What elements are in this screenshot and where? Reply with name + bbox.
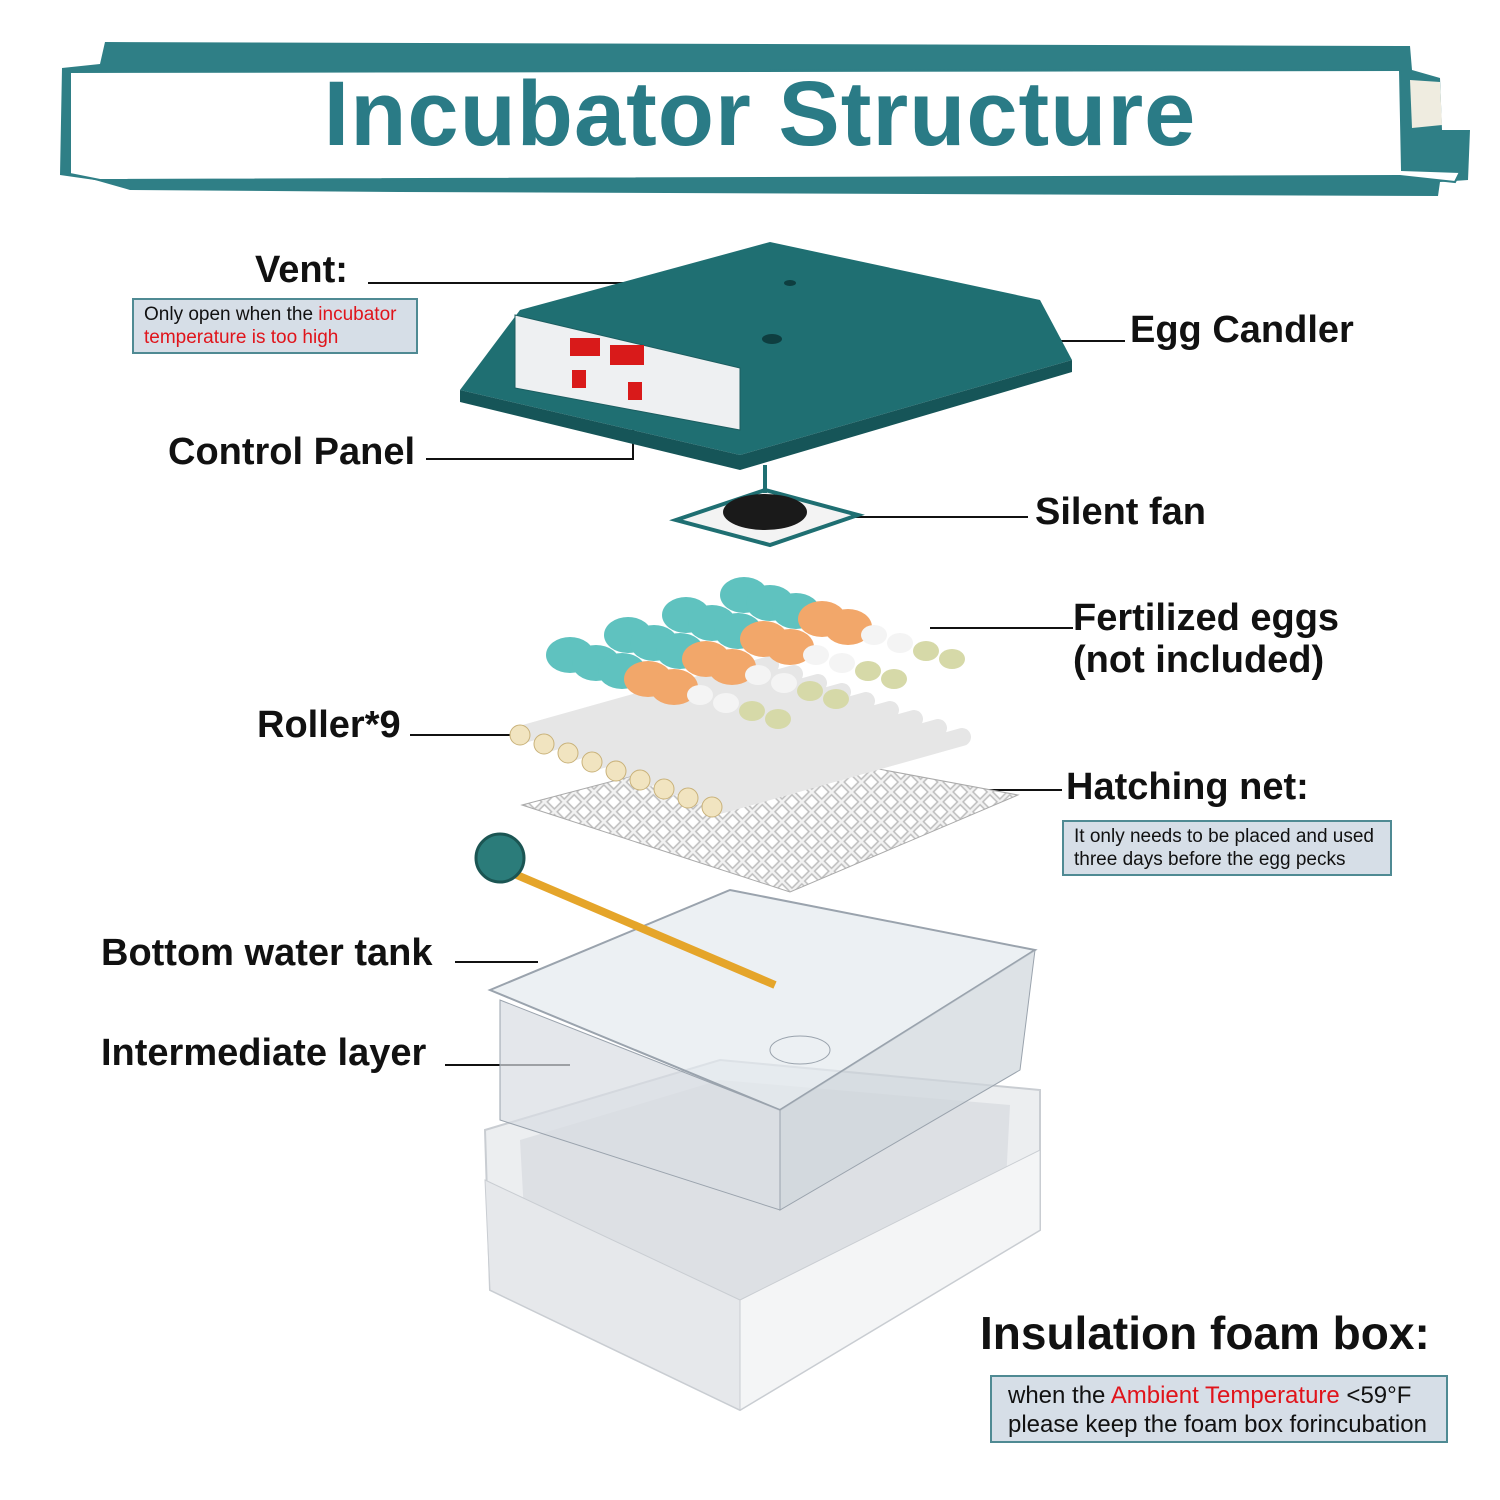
- roller: [703, 728, 971, 816]
- egg: [765, 709, 791, 729]
- roller-gear: [509, 724, 531, 746]
- roller-gear: [629, 769, 651, 791]
- egg: [887, 633, 913, 653]
- egg: [803, 645, 829, 665]
- bottom-water-tank-label: Bottom water tank: [101, 932, 433, 974]
- roller-gear: [557, 742, 579, 764]
- egg: [650, 669, 698, 705]
- vent-label: Vent:: [255, 249, 348, 291]
- egg: [797, 681, 823, 701]
- control-panel-label: Control Panel: [168, 431, 416, 473]
- roller-gear: [533, 733, 555, 755]
- vent-note-text: Only open when the: [144, 304, 319, 325]
- foam-box-label: Insulation foam box:: [980, 1307, 1430, 1359]
- turning-rod-illustration: [474, 832, 777, 989]
- egg: [687, 685, 713, 705]
- intermediate-layer-label: Intermediate layer: [101, 1032, 427, 1074]
- title-banner: [60, 42, 1470, 196]
- roller: [679, 719, 947, 807]
- vent-note-highlight: incubator temperature is too high: [144, 304, 397, 348]
- egg: [855, 661, 881, 681]
- lid-illustration: [460, 242, 1072, 470]
- vent-note: Only open when the incubator temperature…: [132, 298, 418, 354]
- egg: [913, 641, 939, 661]
- egg: [939, 649, 965, 669]
- foam-note-text-1: when the: [1008, 1382, 1111, 1409]
- egg: [861, 625, 887, 645]
- roller-gear: [605, 760, 627, 782]
- foam-note-text-2: <59°F: [1339, 1382, 1412, 1409]
- silent-fan-label: Silent fan: [1035, 491, 1207, 533]
- roller-gear: [677, 787, 699, 809]
- egg: [771, 673, 797, 693]
- egg: [829, 653, 855, 673]
- fan-illustration: [669, 465, 865, 548]
- fertilized-eggs-note: (not included): [1073, 639, 1325, 681]
- fertilized-eggs-label: Fertilized eggs: [1073, 597, 1340, 639]
- foam-note-line-2: please keep the foam box forincubation: [1008, 1411, 1427, 1438]
- water-tank-illustration: [487, 888, 1038, 1211]
- roller: [559, 674, 827, 762]
- roller-gear: [701, 796, 723, 818]
- roller-label: Roller*9: [257, 704, 401, 746]
- egg: [881, 669, 907, 689]
- egg: [739, 701, 765, 721]
- page-title: Incubator Structure: [323, 63, 1197, 165]
- foam-box-note: when the Ambient Temperature <59°F pleas…: [990, 1375, 1448, 1443]
- egg: [766, 629, 814, 665]
- egg-candler-label: Egg Candler: [1130, 309, 1354, 351]
- roller: [655, 710, 923, 798]
- hatching-net-note: It only needs to be placed and used thre…: [1062, 820, 1392, 876]
- rollers-illustration: [509, 656, 971, 818]
- egg: [708, 649, 756, 685]
- roller: [631, 701, 899, 789]
- roller: [535, 665, 803, 753]
- roller-gear: [653, 778, 675, 800]
- roller-gear: [581, 751, 603, 773]
- hatching-net-label: Hatching net:: [1066, 766, 1309, 808]
- foam-note-highlight: Ambient Temperature: [1110, 1382, 1340, 1409]
- eggs-illustration: [546, 577, 965, 729]
- egg: [824, 609, 872, 645]
- egg: [823, 689, 849, 709]
- egg: [745, 665, 771, 685]
- roller: [607, 692, 875, 780]
- roller: [583, 683, 851, 771]
- egg: [713, 693, 739, 713]
